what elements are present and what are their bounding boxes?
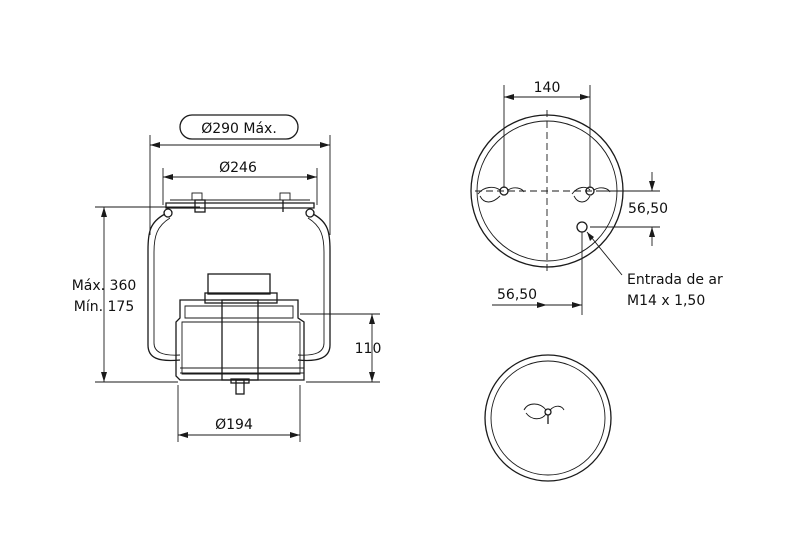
bottom-view: [484, 354, 612, 482]
bottom-stud-icon: [523, 403, 565, 424]
top-view: 140 56,50 56,50 Entra: [470, 80, 723, 315]
piston: [175, 273, 305, 395]
side-view: Ø290 Máx. Ø246: [72, 114, 382, 442]
hole-spacing-label: 140: [534, 80, 561, 96]
bottom-view-outer-circle: [484, 354, 612, 482]
outer-diameter-label: Ø290 Máx.: [201, 121, 277, 137]
height-min-label: Mín. 175: [74, 299, 134, 315]
stud-left: [477, 186, 525, 203]
piston-height-label: 110: [355, 341, 382, 357]
top-stud-left: [191, 192, 206, 213]
inlet-vertical-offset-label: 56,50: [628, 201, 668, 217]
air-inlet-icon: [576, 221, 588, 233]
bead-right: [305, 208, 315, 218]
height-max-label: Máx. 360: [72, 278, 137, 294]
bellows-outline: [147, 213, 331, 362]
top-stud-right: [279, 192, 291, 212]
stud-right: [571, 186, 611, 203]
air-inlet-label-line1: Entrada de ar: [627, 272, 723, 288]
outer-diameter-label-box: [179, 114, 299, 140]
air-inlet-label-line2: M14 x 1,50: [627, 293, 705, 309]
piston-diameter-label: Ø194: [215, 417, 253, 433]
inlet-horizontal-offset-label: 56,50: [497, 287, 537, 303]
hatched-section: [207, 273, 271, 295]
top-plate: [165, 202, 315, 209]
top-plate-diameter-label: Ø246: [219, 160, 257, 176]
bead-left: [163, 208, 173, 218]
